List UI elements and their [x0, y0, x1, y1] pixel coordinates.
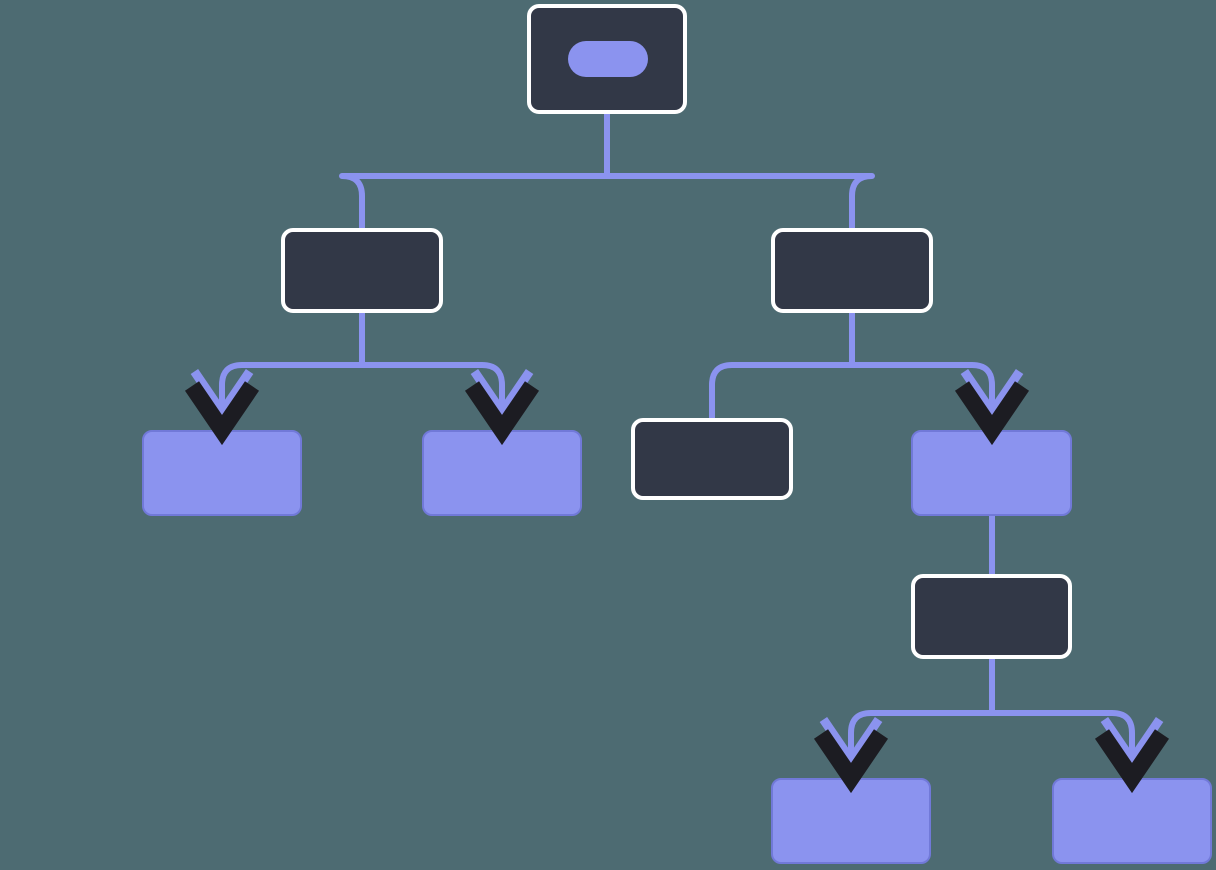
- leaf-node-3[interactable]: [911, 430, 1072, 516]
- leaf-node-5[interactable]: [1052, 778, 1212, 864]
- branch-node-lower[interactable]: [911, 574, 1072, 659]
- branch-node-right[interactable]: [771, 228, 933, 313]
- root-node-pill-marker: [568, 41, 648, 77]
- terminal-node-dark[interactable]: [631, 418, 793, 500]
- branch-node-left[interactable]: [281, 228, 443, 313]
- leaf-node-2[interactable]: [422, 430, 582, 516]
- leaf-node-1[interactable]: [142, 430, 302, 516]
- leaf-node-4[interactable]: [771, 778, 931, 864]
